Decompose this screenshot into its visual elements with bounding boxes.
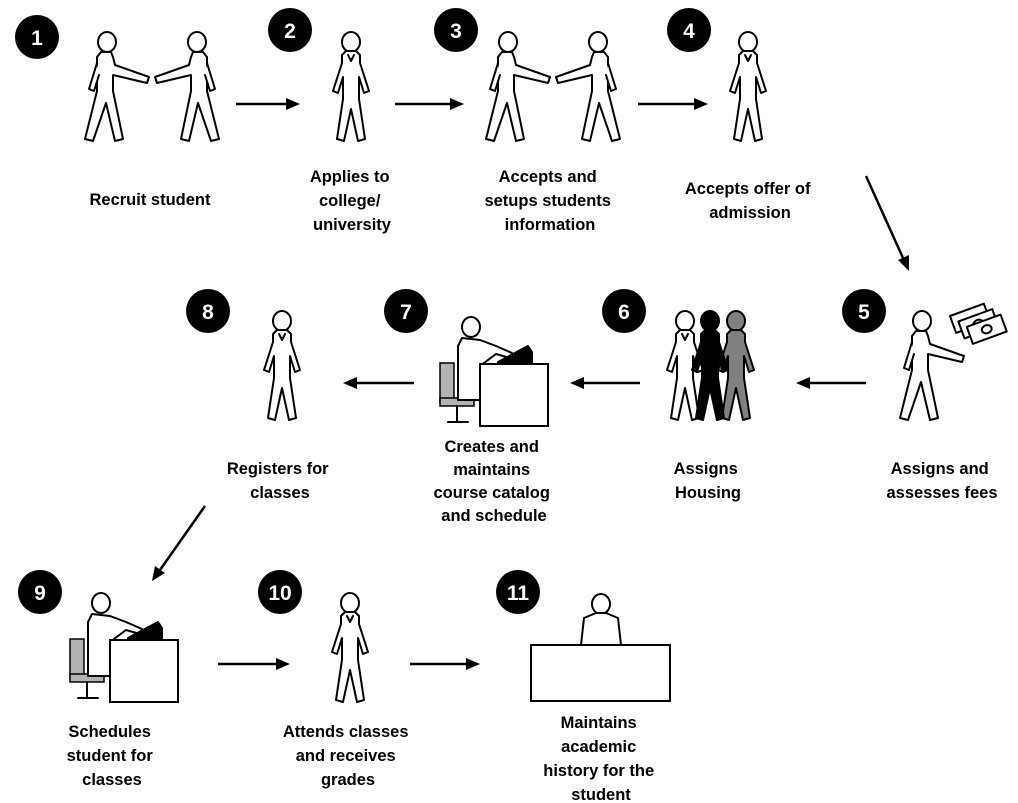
step-caption: Maintains academic history for the stude… xyxy=(543,714,659,803)
handshake-icon xyxy=(485,31,621,142)
arrow-1-to-2 xyxy=(236,98,300,110)
person-at-desk-with-computer-icon xyxy=(69,592,179,703)
step-badge xyxy=(258,570,302,614)
step-number: 4 xyxy=(683,20,695,43)
step-number: 7 xyxy=(400,301,412,324)
person-icon xyxy=(729,31,767,142)
arrow-10-to-11 xyxy=(410,658,480,670)
arrow-9-to-10 xyxy=(218,658,290,670)
step-badge xyxy=(434,8,478,52)
arrow-8-to-9 xyxy=(152,505,207,581)
step-caption: Registers for classes xyxy=(227,460,333,502)
step-caption: Schedules student for classes xyxy=(67,723,158,789)
step-5: 5 Assigns and assesses fees xyxy=(842,289,1008,502)
flow-arrows xyxy=(152,98,909,670)
step-number: 6 xyxy=(618,301,630,324)
step-4: 4 Accepts offer of admission xyxy=(667,8,815,222)
arrow-7-to-8 xyxy=(343,377,414,389)
step-caption: Accepts offer of admission xyxy=(685,180,815,222)
step-3: 3 Accepts and setups students informatio… xyxy=(434,8,621,234)
step-1: 1 Recruit student xyxy=(15,15,220,209)
person-at-desk-with-computer-icon xyxy=(439,316,549,427)
step-badge xyxy=(667,8,711,52)
step-number: 5 xyxy=(858,301,870,324)
step-badge xyxy=(496,570,540,614)
step-caption: Applies to college/ university xyxy=(310,168,394,234)
step-7: 7 Creates and maintains course catalog a… xyxy=(384,289,554,525)
step-number: 11 xyxy=(507,582,530,605)
arrow-5-to-6 xyxy=(796,377,866,389)
step-caption: Assigns and assesses fees xyxy=(886,460,997,502)
step-6: 6 Assigns Housing xyxy=(602,289,755,502)
step-8: 8 Registers for classes xyxy=(186,289,333,502)
person-with-money-icon xyxy=(899,302,1008,421)
arrow-6-to-7 xyxy=(570,377,640,389)
person-icon xyxy=(331,592,369,703)
step-badge xyxy=(384,289,428,333)
step-caption: Accepts and setups students information xyxy=(484,168,615,234)
step-number: 10 xyxy=(268,582,291,605)
person-icon xyxy=(332,31,370,142)
arrow-2-to-3 xyxy=(395,98,464,110)
step-badge xyxy=(15,15,59,59)
arrow-3-to-4 xyxy=(638,98,708,110)
arrow-4-to-5 xyxy=(864,175,909,271)
step-badge xyxy=(268,8,312,52)
group-of-people-icon xyxy=(666,310,755,421)
step-2: 2 Applies to college/ university xyxy=(268,8,394,234)
step-number: 8 xyxy=(202,301,214,324)
step-caption: Creates and maintains course catalog and… xyxy=(433,438,554,525)
person-behind-desk-icon xyxy=(530,593,671,702)
step-badge xyxy=(842,289,886,333)
handshake-icon xyxy=(84,31,220,142)
step-caption: Recruit student xyxy=(89,191,211,209)
step-badge xyxy=(186,289,230,333)
step-caption: Assigns Housing xyxy=(674,460,743,502)
step-number: 2 xyxy=(284,20,296,43)
step-11: 11 Maintains academic history for the st… xyxy=(496,570,671,803)
step-number: 1 xyxy=(31,27,43,50)
step-caption: Attends classes and receives grades xyxy=(283,723,413,789)
person-icon xyxy=(263,310,301,421)
step-badge xyxy=(18,570,62,614)
step-9: 9 Schedules student for classes xyxy=(18,570,179,789)
step-number: 9 xyxy=(34,582,46,605)
step-10: 10 Attends classes and receives grades xyxy=(258,570,413,789)
step-number: 3 xyxy=(450,20,462,43)
step-badge xyxy=(602,289,646,333)
